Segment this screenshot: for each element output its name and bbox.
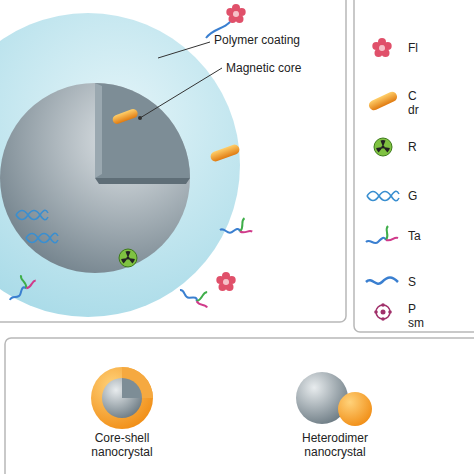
legend-text: Fl	[408, 41, 430, 55]
legend-text: P sm	[408, 302, 430, 330]
callout-label: Core-shell nanocrystal	[74, 431, 170, 459]
callout-label: Polymer coating	[214, 33, 300, 47]
legend-text: G	[408, 189, 430, 203]
legend-text: S	[408, 275, 430, 289]
legend-text: R	[408, 140, 430, 154]
legend-text: C dr	[408, 89, 430, 117]
callout-label: Heterodimer nanocrystal	[287, 431, 383, 459]
legend-text: Ta	[408, 229, 430, 243]
callout-label: Magnetic core	[226, 61, 301, 75]
